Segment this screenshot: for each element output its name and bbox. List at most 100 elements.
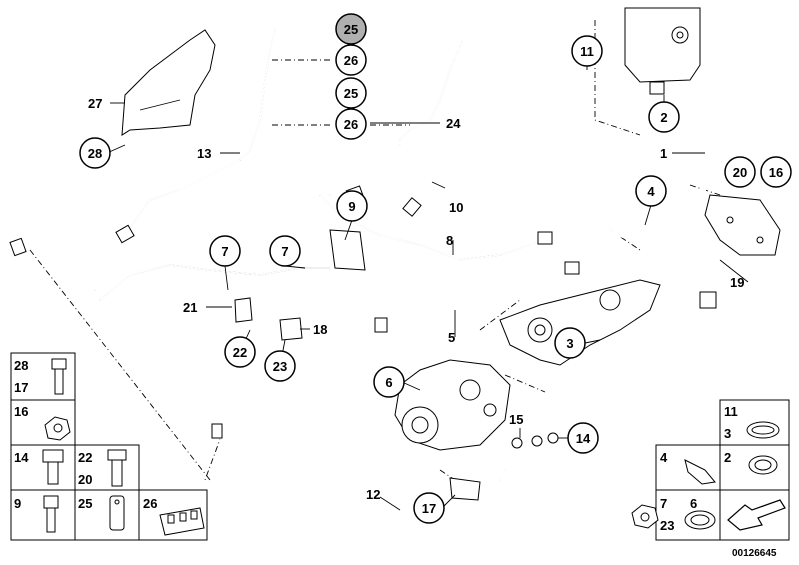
parts [9,7,781,501]
callout-14[interactable]: 14 [567,422,599,454]
label-19[interactable]: 19 [730,275,744,290]
nut-icon [44,416,71,441]
legend-cell-28-17[interactable]: 28 17 [14,358,67,395]
hose-lines [19,29,716,524]
label-15[interactable]: 15 [509,412,523,427]
svg-text:26: 26 [344,53,358,68]
callout-23[interactable]: 23 [264,350,296,382]
callout-25-filled[interactable]: 25 [335,13,367,45]
legend-cell-14[interactable]: 14 [14,449,64,485]
callout-28[interactable]: 28 [79,137,111,169]
label-8[interactable]: 8 [446,233,453,248]
svg-text:7: 7 [221,244,228,259]
document-number: 00126645 [732,548,777,559]
callout-11[interactable]: 11 [571,35,603,67]
svg-text:9: 9 [14,496,21,511]
svg-text:3: 3 [724,426,731,441]
legend-cell-2[interactable]: 2 [724,450,778,475]
callout-16[interactable]: 16 [760,156,792,188]
hose-clamp-icon [746,421,780,439]
seal-ring-icon [684,510,716,530]
callouts: 25 26 25 26 11 2 27 28 24 13 1 [79,13,792,524]
svg-text:6: 6 [385,375,392,390]
heat-shield-part [121,29,216,136]
label-10[interactable]: 10 [449,200,463,215]
screw-icon [43,495,59,533]
svg-text:7: 7 [660,496,667,511]
legend-cell-4[interactable]: 4 [660,450,716,485]
callout-26[interactable]: 26 [335,108,367,140]
clamp-block-icon [159,507,205,536]
svg-text:11: 11 [724,404,738,419]
svg-text:25: 25 [344,86,358,101]
legend-cell-22-20[interactable]: 22 20 [78,449,127,487]
svg-text:6: 6 [690,496,697,511]
callout-4[interactable]: 4 [635,175,667,207]
legend-cell-26[interactable]: 26 [143,496,205,536]
bracket-part [704,194,781,256]
label-27[interactable]: 27 [88,96,102,111]
callout-7-right[interactable]: 7 [269,235,301,267]
label-12[interactable]: 12 [366,487,380,502]
svg-text:11: 11 [580,44,594,59]
svg-text:17: 17 [14,380,28,395]
label-1[interactable]: 1 [660,146,667,161]
bolt-icon [51,358,67,395]
svg-text:17: 17 [422,501,436,516]
svg-text:26: 26 [344,117,358,132]
svg-text:7: 7 [281,244,288,259]
svg-text:2: 2 [660,110,667,125]
svg-text:2: 2 [724,450,731,465]
svg-text:28: 28 [88,146,102,161]
callout-9[interactable]: 9 [336,190,368,222]
svg-text:23: 23 [660,518,674,533]
svg-text:20: 20 [733,165,747,180]
callout-22[interactable]: 22 [224,336,256,368]
svg-text:23: 23 [273,359,287,374]
legend-cell-7-23[interactable]: 7 23 [631,496,674,533]
callout-17[interactable]: 17 [413,492,445,524]
label-21[interactable]: 21 [183,300,197,315]
legend-left: 28 17 16 14 22 20 [10,352,208,541]
arrow-icon [727,499,786,531]
label-24[interactable]: 24 [446,116,461,131]
legend-right: 11 3 4 2 7 23 [631,399,790,541]
label-18[interactable]: 18 [313,322,327,337]
svg-text:28: 28 [14,358,28,373]
svg-text:3: 3 [566,336,573,351]
legend-cell-11-3[interactable]: 11 3 [724,404,780,441]
svg-text:22: 22 [78,450,92,465]
callout-7-left[interactable]: 7 [209,235,241,267]
callout-20[interactable]: 20 [724,156,756,188]
svg-text:22: 22 [233,345,247,360]
callout-2[interactable]: 2 [648,101,680,133]
sleeve-icon [109,495,125,531]
callout-26-top[interactable]: 26 [335,44,367,76]
svg-text:14: 14 [576,431,591,446]
bolt-icon [107,449,127,487]
callout-3[interactable]: 3 [554,327,586,359]
hose-clamp-icon [748,455,778,475]
banjo-bolt-icon [42,449,64,485]
svg-text:25: 25 [344,22,358,37]
svg-text:26: 26 [143,496,157,511]
callout-25[interactable]: 25 [335,77,367,109]
legend-cell-6[interactable]: 6 [684,496,716,530]
svg-text:16: 16 [769,165,783,180]
legend-cell-9[interactable]: 9 [14,495,59,533]
legend-cell-16[interactable]: 16 [14,404,71,441]
svg-text:9: 9 [348,199,355,214]
svg-text:25: 25 [78,496,92,511]
callout-6[interactable]: 6 [373,366,405,398]
label-13[interactable]: 13 [197,146,211,161]
svg-text:20: 20 [78,472,92,487]
svg-text:16: 16 [14,404,28,419]
clip-icon [684,459,716,485]
label-5[interactable]: 5 [448,330,455,345]
svg-text:4: 4 [660,450,668,465]
legend-cell-25[interactable]: 25 [78,495,125,531]
svg-text:4: 4 [647,184,655,199]
svg-text:14: 14 [14,450,29,465]
reservoir-part [624,7,701,83]
